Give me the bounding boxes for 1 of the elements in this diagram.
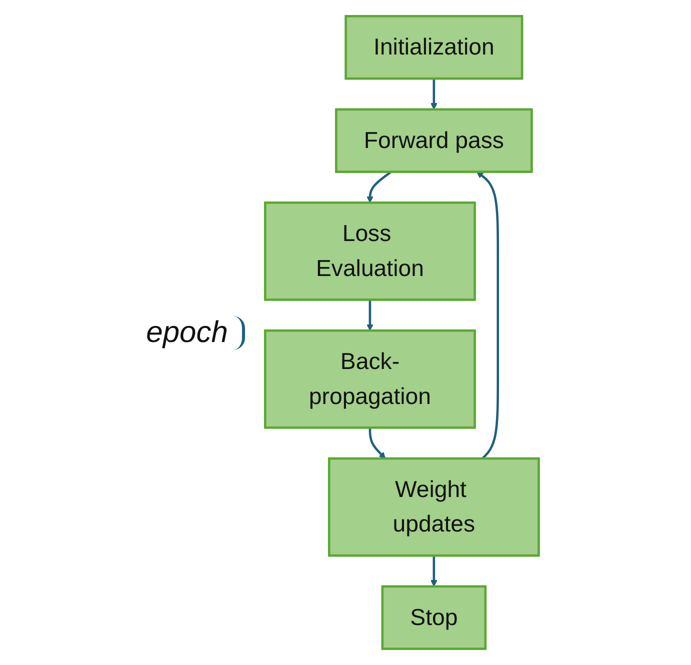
bracket-label: epoch <box>146 316 228 350</box>
